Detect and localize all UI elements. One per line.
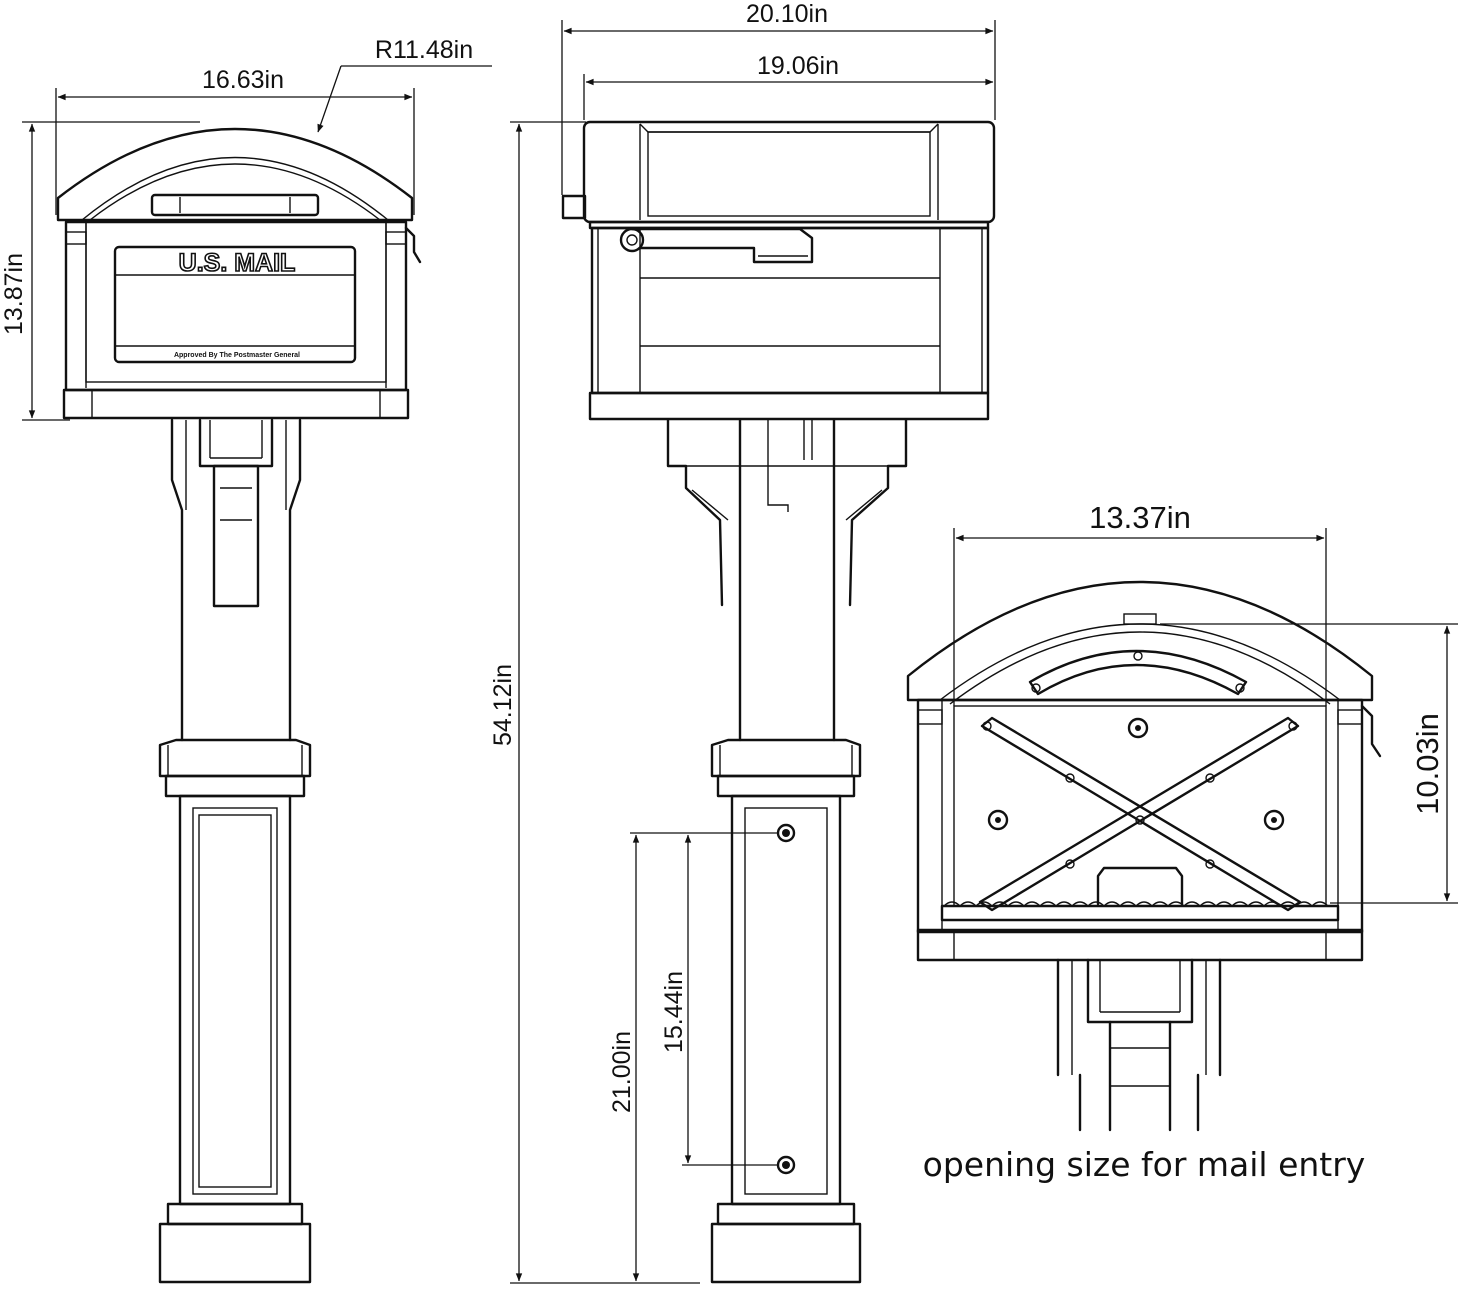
dimension-front-width: 16.63in bbox=[55, 66, 415, 215]
dimension-bolt-spacing: 15.44in bbox=[660, 834, 778, 1166]
dimension-front-height: 13.87in bbox=[0, 121, 200, 421]
bolt-spacing-label: 15.44in bbox=[660, 971, 688, 1053]
front-view: 16.63in R11.48in 13.87in bbox=[0, 36, 492, 1284]
overall-height-label: 54.12in bbox=[489, 664, 517, 746]
front-height-label: 13.87in bbox=[0, 253, 28, 335]
dimension-post-panel: 21.00in bbox=[608, 832, 778, 1282]
dimension-side-body: 19.06in bbox=[583, 52, 994, 120]
opening-caption: opening size for mail entry bbox=[923, 1145, 1366, 1184]
front-width-label: 16.63in bbox=[202, 66, 284, 94]
front-post bbox=[158, 418, 312, 1284]
post-panel-label: 21.00in bbox=[608, 1031, 636, 1113]
opening-post bbox=[1056, 958, 1222, 1132]
side-body-label: 19.06in bbox=[757, 52, 839, 80]
side-view: 20.10in 19.06in 54.12in bbox=[489, 0, 996, 1284]
side-mailbox bbox=[561, 120, 996, 421]
opening-view: 13.37in 10.03in bbox=[906, 500, 1458, 1184]
dimension-opening-height: 10.03in bbox=[1160, 623, 1458, 904]
dimension-overall-height: 54.12in bbox=[489, 121, 700, 1284]
side-post bbox=[666, 418, 908, 1284]
x-rivets bbox=[982, 721, 1298, 869]
side-overall-label: 20.10in bbox=[746, 0, 828, 28]
opening-mailbox bbox=[906, 580, 1382, 962]
front-mailbox: U.S. MAIL Approved By The Postmaster Gen… bbox=[56, 127, 422, 420]
front-radius-label: R11.48in bbox=[375, 36, 473, 64]
opening-height-label: 10.03in bbox=[1410, 713, 1445, 815]
approval-text: Approved By The Postmaster General bbox=[174, 352, 300, 359]
dimension-side-overall: 20.10in bbox=[561, 0, 996, 195]
dimension-front-radius: R11.48in bbox=[317, 36, 492, 133]
dimension-opening-width: 13.37in bbox=[953, 500, 1327, 706]
opening-width-label: 13.37in bbox=[1089, 500, 1191, 535]
door-label: U.S. MAIL bbox=[179, 249, 296, 277]
